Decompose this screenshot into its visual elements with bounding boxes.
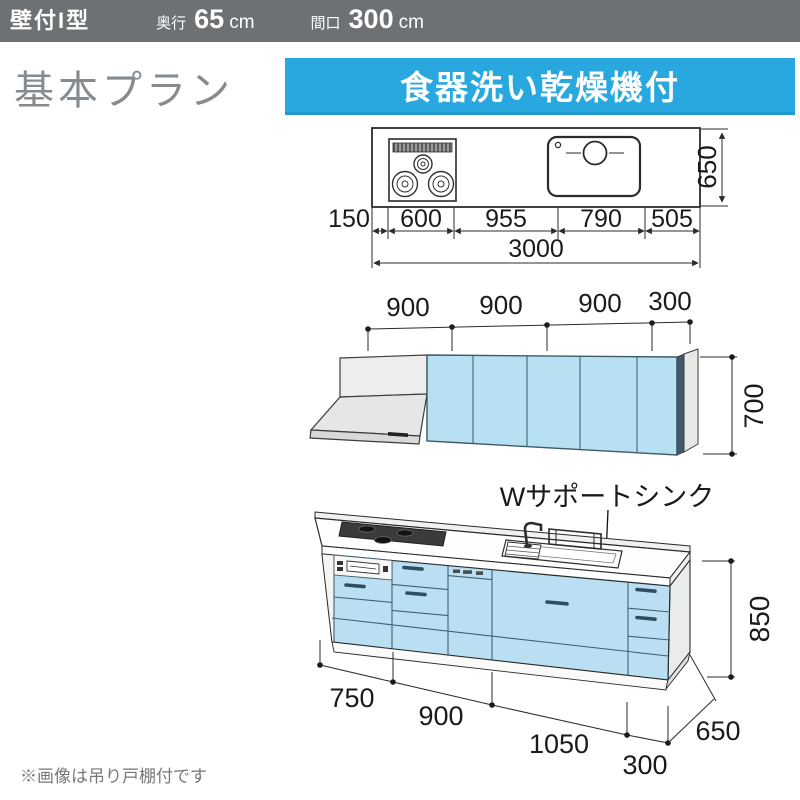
width-value: 300 — [348, 4, 394, 34]
dim-790: 790 — [580, 205, 622, 233]
hood-handle-icon — [388, 432, 408, 437]
top-plan-view: 650 150 600 955 790 505 — [328, 127, 728, 268]
footnote: ※画像は吊り戸棚付です — [20, 767, 207, 786]
cabinet-side-panel — [683, 348, 699, 453]
depth-value: 65 — [194, 4, 225, 34]
dim-3000-total: 3000 — [508, 235, 564, 263]
drain-hole-icon — [554, 141, 562, 149]
plan-title: 基本プラン — [14, 69, 234, 113]
dim-300-front: 300 — [622, 750, 667, 780]
top-view-depth-dim: 650 — [692, 128, 728, 207]
toe-kick — [331, 641, 691, 691]
burner-right-icon — [427, 170, 455, 198]
depth-label: 奥行 — [156, 15, 187, 32]
drawer-handle — [402, 565, 424, 571]
dim-850-height: 850 — [744, 596, 775, 643]
front-view-height-dim: 850 — [702, 558, 775, 680]
spec-header-bar: 壁付I型 奥行 65 cm 間口 300 cm — [0, 0, 800, 42]
sink-3d — [501, 521, 623, 569]
dim-955: 955 — [485, 205, 527, 233]
dim-900-a: 900 — [386, 292, 429, 322]
dim-650-depth: 650 — [692, 145, 722, 188]
grill-vent-icon — [392, 142, 453, 153]
burner-left-icon — [391, 170, 419, 198]
sink-top-view — [546, 135, 642, 198]
depth-unit: cm — [229, 12, 255, 33]
gas-cooktop-3d — [338, 521, 447, 547]
feature-banner: 食器洗い乾燥機付 — [285, 58, 795, 115]
stove-cabinet-controls — [333, 554, 393, 581]
width-unit: cm — [398, 12, 424, 33]
dim-700-height: 700 — [739, 383, 769, 428]
dim-1050: 1050 — [529, 729, 589, 759]
dishwasher-front — [447, 569, 493, 581]
dim-505: 505 — [651, 205, 693, 233]
wall-cabinet-dims: 900 900 900 300 — [365, 286, 693, 351]
dim-900-b: 900 — [479, 290, 522, 320]
cabinet-right-edge — [676, 353, 685, 456]
dim-900-front: 900 — [418, 701, 463, 731]
drawer-handle — [405, 591, 427, 597]
front-view-width-dims: 750 900 1050 300 — [317, 640, 671, 780]
front-view-depth-dim: 650 — [667, 654, 741, 746]
dim-300-wall: 300 — [648, 286, 691, 316]
drawer-handle — [344, 583, 366, 589]
dim-750: 750 — [329, 683, 374, 713]
drawer-handle — [545, 600, 569, 606]
feature-banner-label: 食器洗い乾燥機付 — [400, 69, 680, 106]
dim-650-front: 650 — [695, 716, 740, 746]
w-support-bar-icon — [548, 528, 602, 550]
layout-type-label: 壁付I型 — [10, 8, 91, 33]
wall-cabinet-view: 900 900 900 300 — [309, 286, 769, 457]
sink-callout-label: Wサポートシンク — [500, 482, 714, 512]
drawer-handle — [635, 587, 657, 594]
drawer-handle — [635, 615, 657, 622]
faucet-icon — [523, 521, 543, 546]
burner-small-icon — [413, 154, 433, 174]
wall-cabinet-height-dim: 700 — [700, 354, 769, 457]
width-label: 間口 — [310, 15, 341, 32]
faucet-hole-icon — [582, 140, 608, 166]
dim-900-c: 900 — [578, 288, 621, 318]
range-hood — [309, 354, 428, 445]
wall-cabinet-doors — [426, 348, 699, 456]
base-cabinet-3d-view: Wサポートシンク — [314, 482, 775, 780]
base-cabinet-fronts — [321, 553, 671, 681]
dim-600: 600 — [400, 205, 442, 233]
gas-cooktop-top-view — [388, 138, 457, 202]
top-view-width-dims: 150 600 955 790 505 3000 — [328, 205, 701, 268]
dim-150: 150 — [328, 205, 370, 233]
